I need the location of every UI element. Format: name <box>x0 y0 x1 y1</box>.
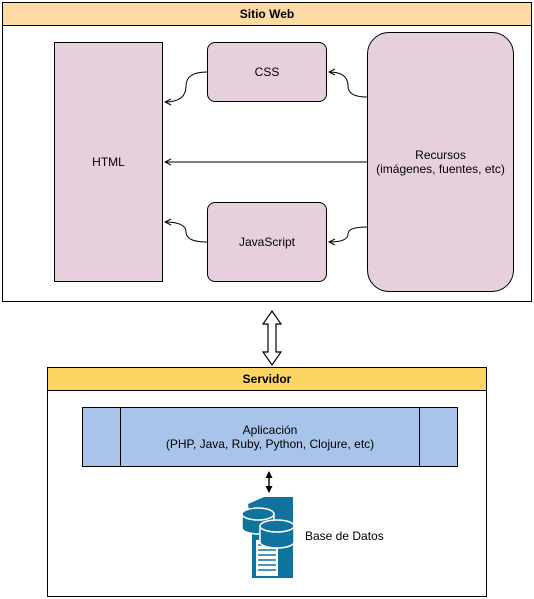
resources-box[interactable]: Recursos (imágenes, fuentes, etc) <box>367 32 514 292</box>
javascript-box[interactable]: JavaScript <box>207 202 327 282</box>
server-title: Servidor <box>48 368 486 391</box>
html-label: HTML <box>92 155 125 169</box>
application-label: Aplicación <box>242 423 298 437</box>
css-box[interactable]: CSS <box>207 42 327 102</box>
application-subtitle: (PHP, Java, Ruby, Python, Clojure, etc) <box>165 437 375 451</box>
application-inner: Aplicación (PHP, Java, Ruby, Python, Clo… <box>120 408 420 466</box>
application-box[interactable]: Aplicación (PHP, Java, Ruby, Python, Clo… <box>82 407 458 467</box>
resources-subtitle: (imágenes, fuentes, etc) <box>376 162 505 176</box>
arrow-css-to-html <box>165 71 208 102</box>
resources-label: Recursos <box>415 148 466 162</box>
website-title: Sitio Web <box>3 3 531 26</box>
arrow-javascript-to-html <box>165 222 208 243</box>
database-label: Base de Datos <box>305 529 384 543</box>
database-server-icon <box>241 497 295 578</box>
arrow-resources-to-css <box>329 72 368 98</box>
css-label: CSS <box>254 65 280 79</box>
javascript-label: JavaScript <box>238 235 296 249</box>
client-server-double-arrow <box>261 309 283 367</box>
html-box[interactable]: HTML <box>54 42 163 282</box>
arrow-resources-to-javascript <box>329 226 368 242</box>
